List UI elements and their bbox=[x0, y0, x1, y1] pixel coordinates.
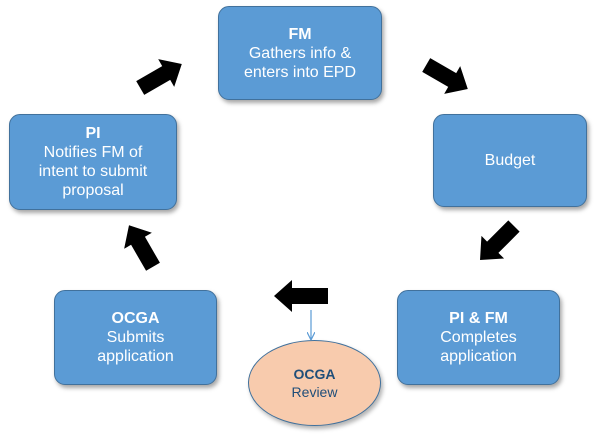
fm-box: FM Gathers info & enters into EPD bbox=[218, 6, 382, 100]
fm-line-2: enters into EPD bbox=[243, 63, 357, 81]
pi-fm-line-2: application bbox=[440, 348, 517, 365]
arrow-ocga-to-pi bbox=[124, 225, 160, 271]
ocga-box: OCGA Submits application bbox=[54, 290, 217, 385]
pi-title: PI bbox=[85, 125, 101, 142]
fm-line-1: Gathers info & bbox=[248, 44, 352, 62]
review-title: OCGA bbox=[293, 366, 336, 382]
arrow-fm-to-budget bbox=[422, 58, 468, 94]
budget-line-1: Budget bbox=[484, 152, 536, 169]
pi-fm-line-1: Completes bbox=[440, 329, 517, 346]
pi-fm-box: PI & FM Completes application bbox=[397, 290, 560, 385]
review-line-1: Review bbox=[291, 384, 338, 400]
fm-title: FM bbox=[288, 25, 312, 43]
arrow-budget-to-pifm bbox=[480, 220, 520, 260]
ocga-review-ellipse: OCGA Review bbox=[248, 340, 381, 426]
pi-fm-title: PI & FM bbox=[449, 310, 508, 327]
pi-box: PI Notifies FM of intent to submit propo… bbox=[9, 114, 177, 210]
pi-line-3: proposal bbox=[62, 182, 124, 199]
pi-line-1: Notifies FM of bbox=[43, 144, 143, 161]
ocga-title: OCGA bbox=[111, 310, 160, 327]
pi-line-2: intent to submit bbox=[38, 163, 148, 180]
ocga-line-1: Submits bbox=[106, 329, 165, 346]
ocga-line-2: application bbox=[97, 348, 174, 365]
arrow-pifm-to-ocga bbox=[274, 280, 328, 312]
budget-box: Budget bbox=[433, 114, 587, 207]
arrow-pi-to-fm bbox=[136, 59, 182, 95]
